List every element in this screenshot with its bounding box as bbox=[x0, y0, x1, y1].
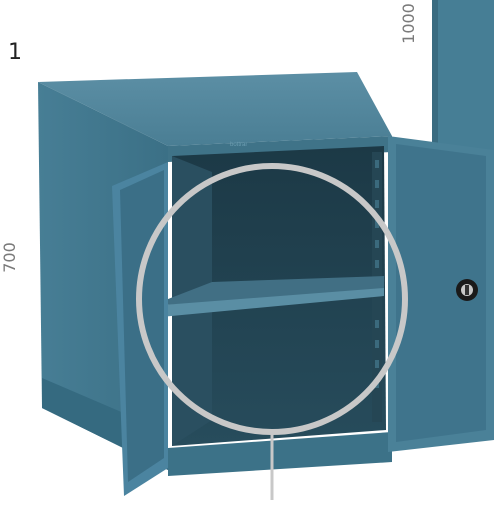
right-door-inner bbox=[396, 144, 486, 442]
shelf-front bbox=[150, 288, 384, 318]
cabinet-plinth-front bbox=[168, 432, 392, 476]
cabinet-top bbox=[38, 72, 392, 146]
lock-icon[interactable] bbox=[456, 279, 478, 301]
height-dimension-label: 700 bbox=[0, 242, 19, 273]
step-number: 1 bbox=[8, 40, 22, 65]
secondary-height-dimension-label: 1000 bbox=[398, 3, 418, 44]
shelf-top bbox=[150, 276, 384, 306]
brand-mark: bottrar bbox=[230, 142, 247, 148]
